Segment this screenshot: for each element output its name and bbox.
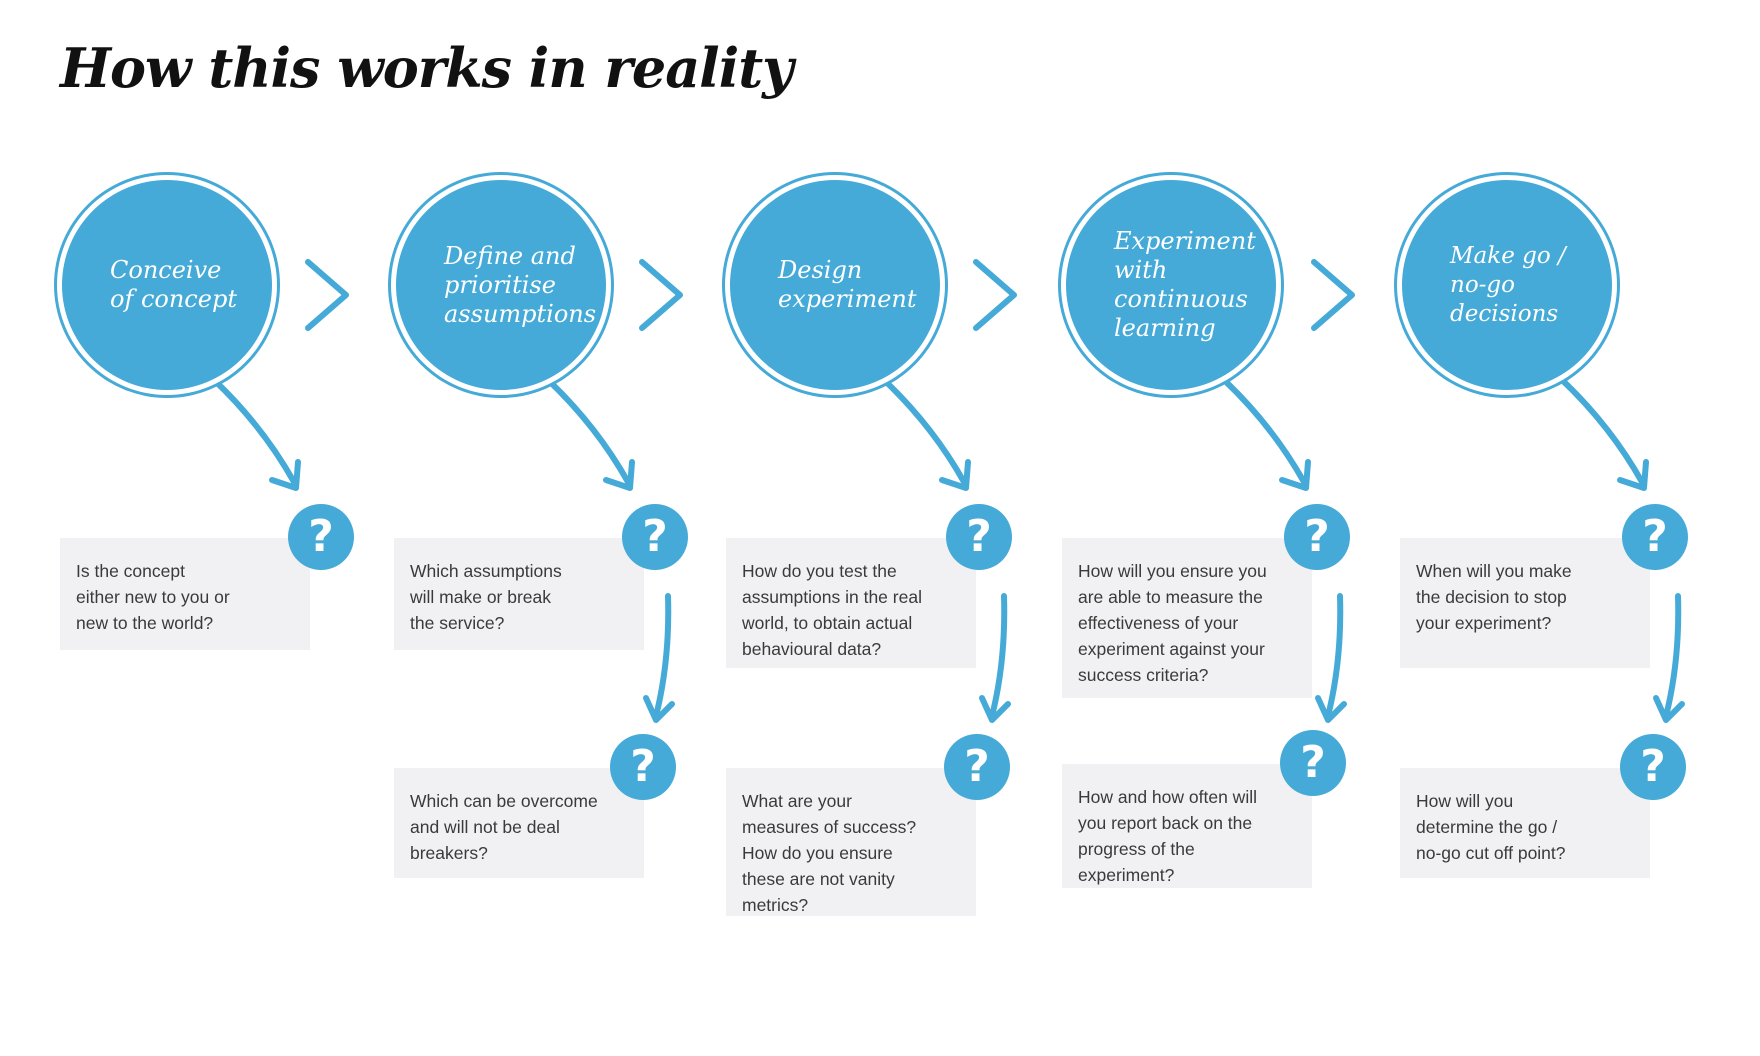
question-text: How and how often will you report back o… bbox=[1078, 787, 1257, 885]
question-text: How will you determine the go / no-go cu… bbox=[1416, 791, 1566, 863]
question-box: What are your measures of success? How d… bbox=[726, 768, 976, 916]
question-box: Is the concept either new to you or new … bbox=[60, 538, 310, 650]
question-box: Which assumptions will make or break the… bbox=[394, 538, 644, 650]
question-text: When will you make the decision to stop … bbox=[1416, 561, 1572, 633]
step-circle-decisions: Make go / no-go decisions bbox=[1402, 180, 1612, 390]
question-icon: ? bbox=[1284, 504, 1350, 570]
down-arrow-icon bbox=[879, 375, 967, 485]
step-circle-experiment: Experiment with continuous learning bbox=[1066, 180, 1276, 390]
chevron-right-icon bbox=[973, 259, 1017, 331]
step-circle-design: Design experiment bbox=[730, 180, 940, 390]
question-text: Is the concept either new to you or new … bbox=[76, 561, 230, 633]
down-arrow-icon bbox=[1219, 375, 1307, 485]
question-icon: ? bbox=[622, 504, 688, 570]
step-circle-conceive: Conceive of concept bbox=[62, 180, 272, 390]
down-arrow-icon bbox=[653, 593, 672, 719]
question-icon: ? bbox=[1622, 504, 1688, 570]
question-text: How will you ensure you are able to meas… bbox=[1078, 561, 1267, 685]
question-text: Which can be overcome and will not be de… bbox=[410, 791, 598, 863]
question-icon: ? bbox=[944, 734, 1010, 800]
step-label: Design experiment bbox=[778, 256, 917, 313]
question-box: How will you ensure you are able to meas… bbox=[1062, 538, 1312, 698]
down-arrow-icon bbox=[1557, 375, 1645, 485]
question-icon: ? bbox=[288, 504, 354, 570]
question-box: Which can be overcome and will not be de… bbox=[394, 768, 644, 878]
down-arrow-icon bbox=[1325, 593, 1344, 719]
question-box: How do you test the assumptions in the r… bbox=[726, 538, 976, 668]
step-label: Experiment with continuous learning bbox=[1114, 227, 1256, 342]
down-arrow-icon bbox=[1663, 593, 1682, 719]
question-text: What are your measures of success? How d… bbox=[742, 791, 917, 915]
down-arrow-icon bbox=[209, 375, 297, 485]
step-label: Make go / no-go decisions bbox=[1450, 242, 1566, 327]
question-icon: ? bbox=[610, 734, 676, 800]
chevron-right-icon bbox=[639, 259, 683, 331]
down-arrow-icon bbox=[543, 375, 631, 485]
question-icon: ? bbox=[1620, 734, 1686, 800]
question-icon: ? bbox=[946, 504, 1012, 570]
question-text: Which assumptions will make or break the… bbox=[410, 561, 562, 633]
step-circle-define: Define and prioritise assumptions bbox=[396, 180, 606, 390]
chevron-right-icon bbox=[1311, 259, 1355, 331]
step-label: Define and prioritise assumptions bbox=[444, 241, 597, 328]
question-box: When will you make the decision to stop … bbox=[1400, 538, 1650, 668]
page-title: How this works in reality bbox=[60, 36, 794, 100]
question-box: How and how often will you report back o… bbox=[1062, 764, 1312, 888]
step-label: Conceive of concept bbox=[110, 256, 237, 313]
question-icon: ? bbox=[1280, 730, 1346, 796]
down-arrow-icon bbox=[989, 593, 1008, 719]
question-text: How do you test the assumptions in the r… bbox=[742, 561, 922, 659]
chevron-right-icon bbox=[305, 259, 349, 331]
question-box: How will you determine the go / no-go cu… bbox=[1400, 768, 1650, 878]
